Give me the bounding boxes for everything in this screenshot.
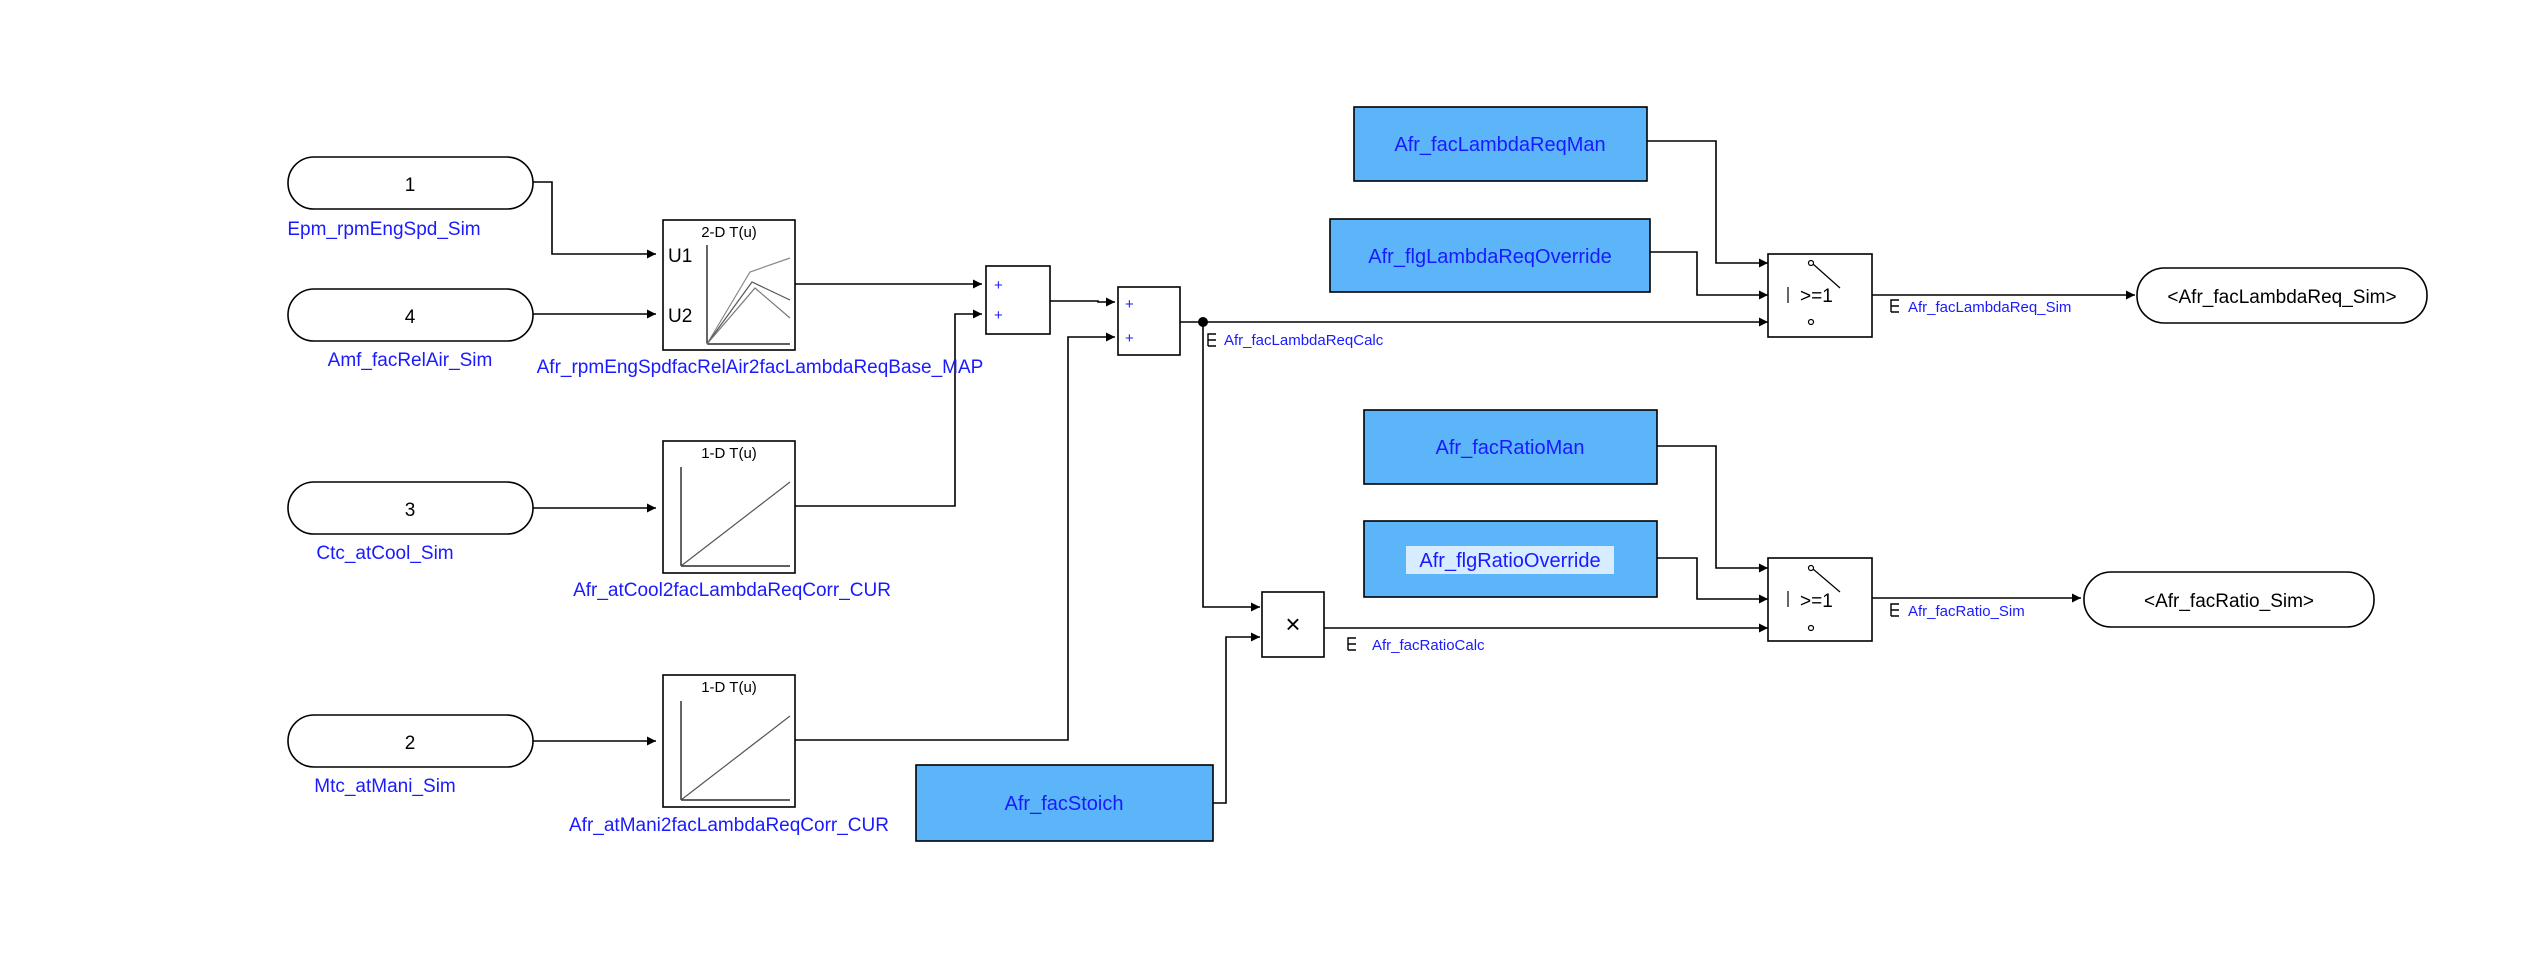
lookup-label: Afr_atMani2facLambdaReqCorr_CUR xyxy=(569,815,889,836)
constant-label: Afr_facStoich xyxy=(1005,793,1124,815)
sum-sign-top: + xyxy=(994,277,1003,294)
outport-lambda[interactable]: <Afr_facLambdaReq_Sim> xyxy=(2136,267,2428,324)
port-label-u1: U1 xyxy=(668,246,692,267)
lookup-label: Afr_rpmEngSpdfacRelAir2facLambdaReqBase_… xyxy=(537,357,984,378)
signal-name: Afr_facRatio_Sim xyxy=(1908,603,2025,620)
inport-1[interactable]: 1 Epm_rpmEngSpd_Sim xyxy=(287,156,534,240)
constant-lambda-override[interactable]: Afr_flgLambdaReqOverride xyxy=(1329,218,1651,293)
wire-ratiooverride-to-switch[interactable] xyxy=(1657,557,1768,604)
wire-branch-to-product[interactable] xyxy=(1202,322,1260,612)
signal-label-ratio-out: Afr_facRatio_Sim xyxy=(1890,603,2025,620)
wire-ratioman-to-switch[interactable] xyxy=(1657,445,1768,573)
inport-number: 2 xyxy=(405,733,416,754)
constant-stoich[interactable]: Afr_facStoich xyxy=(915,764,1214,842)
switch-threshold: >=1 xyxy=(1800,286,1833,307)
branch-point xyxy=(1198,317,1208,327)
outport-ratio[interactable]: <Afr_facRatio_Sim> xyxy=(2083,571,2375,628)
wire-inport1-to-map[interactable] xyxy=(533,181,656,259)
signal-name: Afr_facLambdaReqCalc xyxy=(1224,332,1384,349)
wire-lambdaman-to-switch[interactable] xyxy=(1647,140,1768,268)
constant-ratio-override[interactable]: Afr_flgRatioOverride xyxy=(1363,520,1658,598)
sum-sign-bottom: + xyxy=(1125,330,1134,347)
constant-label: Afr_flgRatioOverride xyxy=(1419,550,1600,572)
inport-label: Ctc_atCool_Sim xyxy=(316,543,453,564)
lookup-2d-map[interactable]: 2-D T(u) U1 U2 Afr_rpmEngSpdfacRelAir2fa… xyxy=(537,219,984,378)
lookup-1d-mani[interactable]: 1-D T(u) Afr_atMani2facLambdaReqCorr_CUR xyxy=(569,674,889,836)
sum-block-1[interactable]: + + xyxy=(985,265,1051,335)
lookup-title: 1-D T(u) xyxy=(701,679,757,696)
inport-number: 1 xyxy=(405,175,416,196)
switch-ratio[interactable]: >=1 xyxy=(1767,557,1873,642)
inport-number: 4 xyxy=(405,307,416,328)
lookup-label: Afr_atCool2facLambdaReqCorr_CUR xyxy=(573,580,891,601)
wire-sum1-to-sum2[interactable] xyxy=(1050,297,1115,307)
outport-label: <Afr_facRatio_Sim> xyxy=(2144,591,2314,612)
switch-threshold: >=1 xyxy=(1800,591,1833,612)
inport-number: 3 xyxy=(405,500,416,521)
signal-label-lambda-out: Afr_facLambdaReq_Sim xyxy=(1890,299,2071,316)
curve-plot-icon xyxy=(680,467,791,567)
signal-name: Afr_facLambdaReq_Sim xyxy=(1908,299,2071,316)
inport-label: Amf_facRelAir_Sim xyxy=(328,350,493,371)
signal-label-lambda-calc: Afr_facLambdaReqCalc xyxy=(1207,332,1384,349)
outport-label: <Afr_facLambdaReq_Sim> xyxy=(2167,287,2396,308)
signal-name: Afr_facRatioCalc xyxy=(1372,637,1485,654)
sum-sign-bottom: + xyxy=(994,307,1003,324)
lookup-title: 1-D T(u) xyxy=(701,445,757,462)
multiply-icon: × xyxy=(1285,609,1300,639)
port-label-u2: U2 xyxy=(668,306,692,327)
inport-label: Epm_rpmEngSpd_Sim xyxy=(287,219,480,240)
constant-lambda-man[interactable]: Afr_facLambdaReqMan xyxy=(1353,106,1648,182)
inport-3[interactable]: 3 Ctc_atCool_Sim xyxy=(287,481,534,564)
lookup-title: 2-D T(u) xyxy=(701,224,757,241)
lookup-1d-cool[interactable]: 1-D T(u) Afr_atCool2facLambdaReqCorr_CUR xyxy=(573,440,891,601)
constant-label: Afr_flgLambdaReqOverride xyxy=(1368,246,1611,268)
sum-block-2[interactable]: + + xyxy=(1117,286,1181,356)
text-selection-highlight xyxy=(1406,546,1614,574)
constant-label: Afr_facLambdaReqMan xyxy=(1394,134,1605,156)
wire-stoich-to-product[interactable] xyxy=(1213,632,1260,804)
switch-lambda[interactable]: >=1 xyxy=(1767,253,1873,338)
inport-label: Mtc_atMani_Sim xyxy=(314,776,456,797)
signal-label-ratio-calc: Afr_facRatioCalc xyxy=(1347,637,1485,654)
product-block[interactable]: × xyxy=(1261,591,1325,658)
wire-mani-to-sum2[interactable] xyxy=(795,332,1115,741)
curve-plot-icon xyxy=(680,701,791,801)
inport-2[interactable]: 2 Mtc_atMani_Sim xyxy=(287,714,534,797)
constant-ratio-man[interactable]: Afr_facRatioMan xyxy=(1363,409,1658,485)
constant-label: Afr_facRatioMan xyxy=(1436,437,1585,459)
map-plot-icon xyxy=(706,245,791,345)
inport-4[interactable]: 4 Amf_facRelAir_Sim xyxy=(287,288,534,371)
wire-lambdaoverride-to-switch[interactable] xyxy=(1650,251,1768,300)
sum-sign-top: + xyxy=(1125,296,1134,313)
wires xyxy=(533,140,2135,804)
wire-cool-to-sum1[interactable] xyxy=(795,309,982,507)
